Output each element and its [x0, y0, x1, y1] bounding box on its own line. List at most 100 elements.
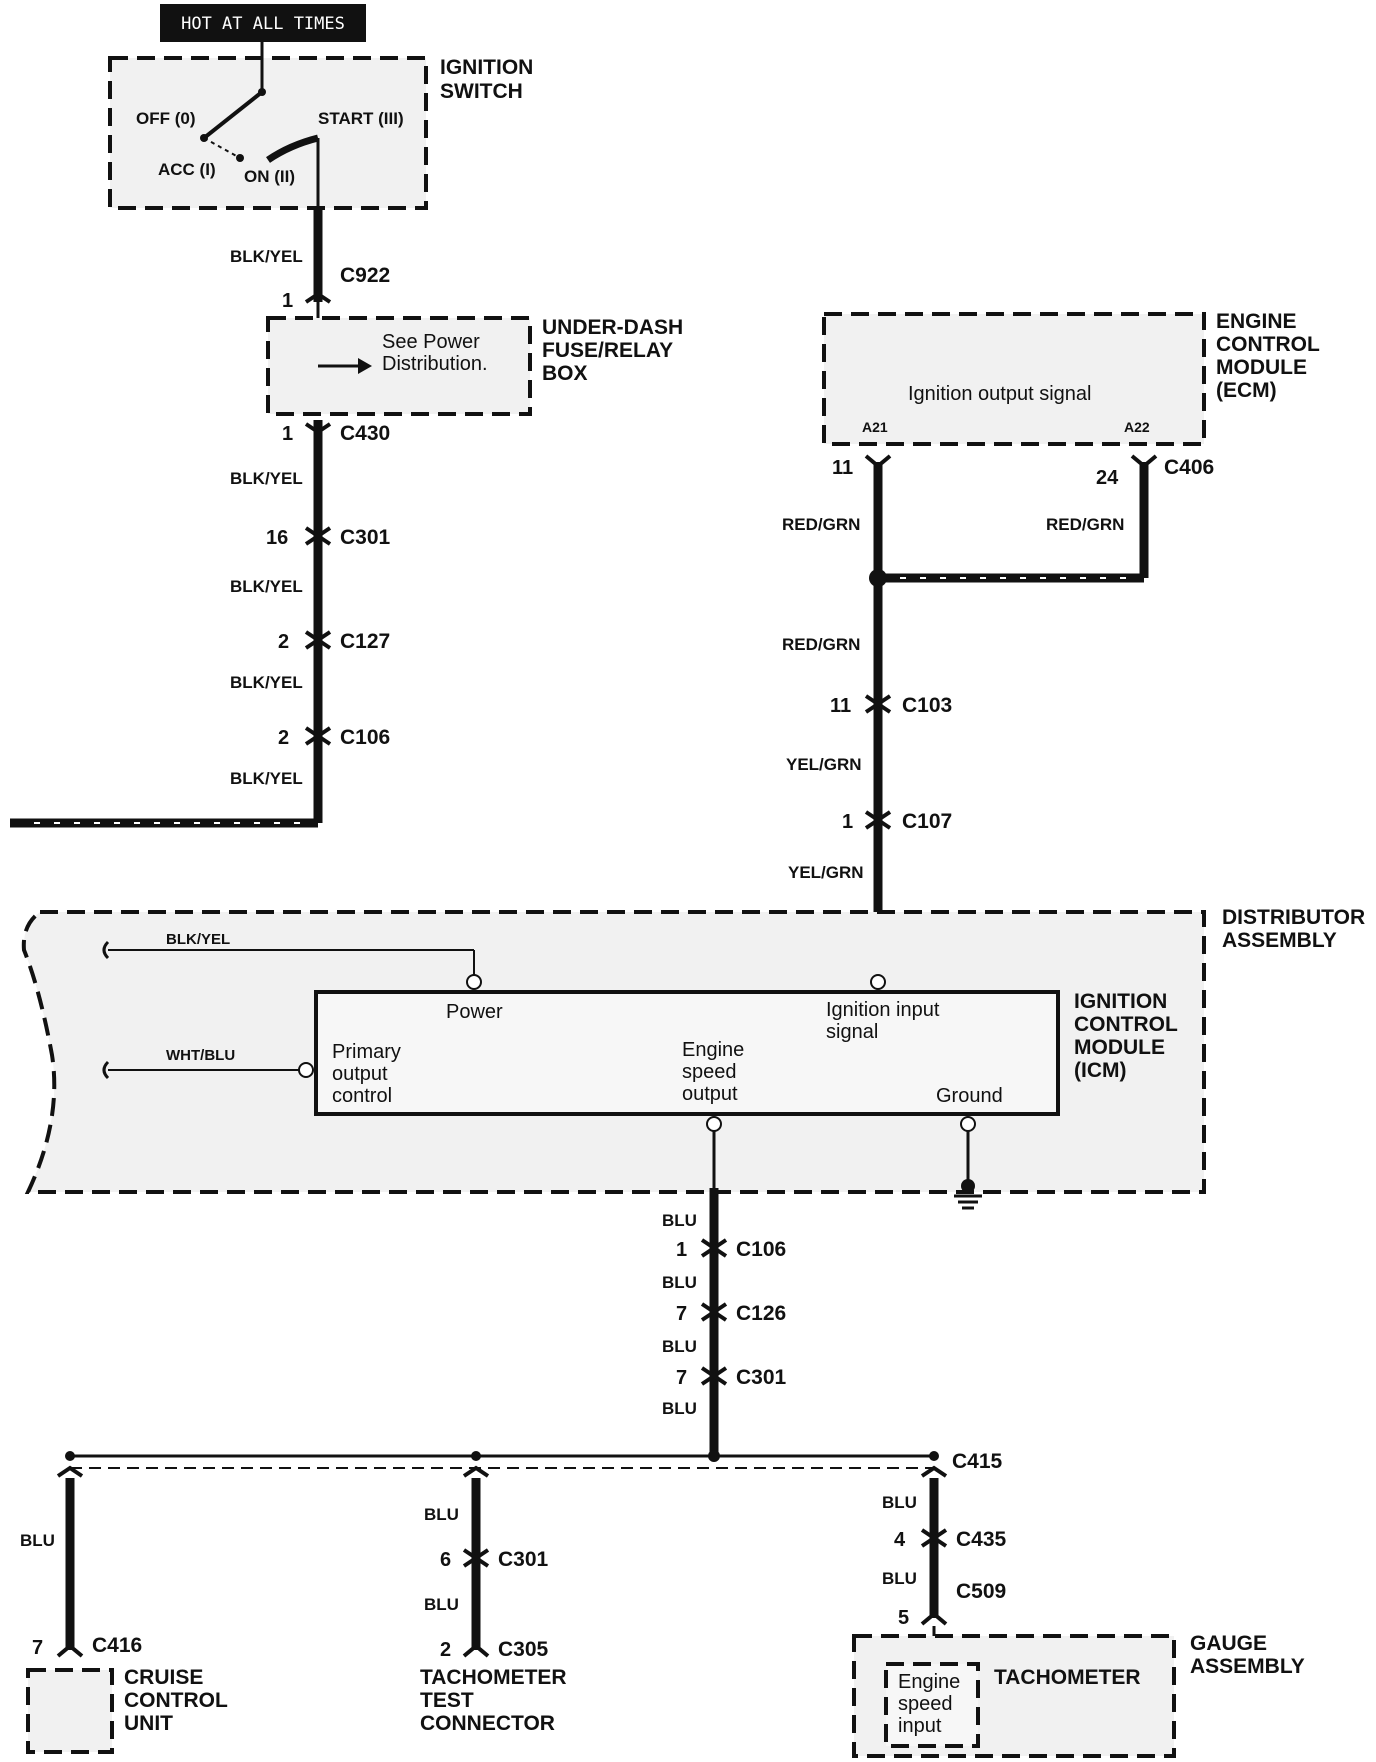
ecm-pin-a22: A22	[1124, 419, 1150, 435]
c301-tach-label: C301	[498, 1548, 549, 1571]
c127-pin: 2	[278, 631, 289, 653]
c430-label: C430	[340, 422, 390, 445]
branch-tach-test: BLU 6 C301 BLU 2 C305 TACHOMETER TEST CO…	[420, 1465, 567, 1735]
c435-pin: 4	[894, 1529, 906, 1551]
banner-text: HOT AT ALL TIMES	[181, 14, 345, 34]
switch-pos-on: ON (II)	[244, 167, 295, 186]
wire-label-blu-tach-2: BLU	[424, 1595, 459, 1614]
ignition-control-module: Power Ignition input signal Primary outp…	[298, 974, 1178, 1132]
c301-left-pin: 16	[266, 527, 288, 549]
connector-c406: 11 24 C406	[832, 454, 1214, 489]
connector-c301-left: 16 C301	[266, 526, 391, 549]
c305-pin: 2	[440, 1639, 451, 1661]
wire-label-blk-yel-dist: BLK/YEL	[166, 931, 230, 948]
wire-label-blu-tach-1: BLU	[424, 1505, 459, 1524]
wire-label-blu-3: BLU	[662, 1337, 697, 1356]
ecm-title-2: CONTROL	[1216, 333, 1320, 356]
switch-pos-start: START (III)	[318, 109, 404, 128]
c301-mid-label: C301	[736, 1366, 787, 1389]
c301-left-label: C301	[340, 526, 391, 549]
wire-label-blk-yel-1: BLK/YEL	[230, 247, 303, 266]
connector-c106-left: 2 C106	[278, 726, 390, 749]
engine-control-module: Ignition output signal A21 A22 ENGINE CO…	[822, 310, 1320, 446]
gauge-input-3: input	[898, 1715, 942, 1737]
blk-yel-main-wire	[10, 208, 323, 828]
icm-primary-output-3: control	[332, 1085, 392, 1107]
wire-label-blu-cruise: BLU	[20, 1531, 55, 1550]
wire-label-red-grn-3: RED/GRN	[782, 635, 860, 654]
ecm-pin-a21: A21	[862, 419, 888, 435]
ignition-switch-title-2: SWITCH	[440, 80, 523, 103]
red-grn-splice	[869, 569, 887, 587]
ignition-switch: OFF (0) ACC (I) ON (II) START (III) IGNI…	[108, 42, 533, 210]
blu-main-wire	[65, 1131, 939, 1469]
ecm-box	[822, 312, 1206, 446]
icm-ignition-input-terminal	[870, 974, 886, 990]
wire-label-wht-blu: WHT/BLU	[166, 1047, 235, 1064]
c922-pin: 1	[282, 290, 293, 312]
wire-label-blu-1: BLU	[662, 1211, 697, 1230]
c406-pin-right: 24	[1096, 467, 1119, 489]
wire-label-blk-yel-3: BLK/YEL	[230, 577, 303, 596]
icm-box	[314, 990, 1060, 1116]
connector-c301-mid: 7 C301	[676, 1366, 787, 1389]
icm-title-1: IGNITION	[1074, 990, 1167, 1013]
connector-c922: 1 C922	[282, 264, 390, 312]
left-wire-labels: BLK/YEL BLK/YEL BLK/YEL BLK/YEL BLK/YEL	[230, 247, 303, 788]
icm-engine-speed-3: output	[682, 1083, 738, 1105]
icm-engine-speed-terminal	[706, 1116, 722, 1132]
switch-pos-acc: ACC (I)	[158, 160, 216, 179]
c301-mid-pin: 7	[676, 1367, 687, 1389]
fuse-box-note-2: Distribution.	[382, 353, 488, 375]
connector-c430: 1 C430	[282, 422, 390, 445]
c416-pin: 7	[32, 1637, 43, 1659]
c509-pin: 5	[898, 1607, 909, 1629]
icm-primary-output-1: Primary	[332, 1041, 401, 1063]
wire-label-blu-2: BLU	[662, 1273, 697, 1292]
ecm-title-4: (ECM)	[1216, 379, 1277, 402]
gauge-input-2: speed	[898, 1693, 953, 1715]
switch-pos-off: OFF (0)	[136, 109, 196, 128]
fuse-box-title-1: UNDER-DASH	[542, 316, 683, 339]
start-contact	[266, 134, 319, 163]
c416-label: C416	[92, 1634, 142, 1657]
icm-ignition-input-1: Ignition input	[826, 999, 940, 1021]
ecm-title-1: ENGINE	[1216, 310, 1297, 333]
c430-pin: 1	[282, 423, 293, 445]
cruise-control-box	[26, 1668, 114, 1754]
wire-label-yel-grn-2: YEL/GRN	[788, 863, 864, 882]
c305-label: C305	[498, 1638, 549, 1661]
ignition-switch-title-1: IGNITION	[440, 56, 533, 79]
under-dash-fuse-relay-box: See Power Distribution. UNDER-DASH FUSE/…	[266, 316, 683, 416]
fuse-box-title-2: FUSE/RELAY	[542, 339, 673, 362]
fuse-box-title-3: BOX	[542, 362, 588, 385]
c415-label: C415	[952, 1450, 1003, 1473]
tach-test-title-2: TEST	[420, 1689, 474, 1712]
c127-label: C127	[340, 630, 390, 653]
c435-label: C435	[956, 1528, 1007, 1551]
gauge-title-2: ASSEMBLY	[1190, 1655, 1305, 1678]
c103-label: C103	[902, 694, 952, 717]
switch-blade	[202, 90, 264, 140]
ecm-title-3: MODULE	[1216, 356, 1307, 379]
c107-pin: 1	[842, 811, 853, 833]
icm-title-4: (ICM)	[1074, 1059, 1126, 1082]
c509-label: C509	[956, 1580, 1006, 1603]
wire-label-blu-gauge-1: BLU	[882, 1493, 917, 1512]
wire-label-blu-gauge-2: BLU	[882, 1569, 917, 1588]
tach-test-title-1: TACHOMETER	[420, 1666, 567, 1689]
connector-c126: 7 C126	[676, 1302, 786, 1325]
connector-c106-mid: 1 C106	[676, 1238, 786, 1261]
icm-title-3: MODULE	[1074, 1036, 1165, 1059]
c406-pin-left: 11	[832, 457, 853, 479]
icm-power-label: Power	[446, 1001, 503, 1023]
c922-label: C922	[340, 264, 390, 287]
gauge-title-1: GAUGE	[1190, 1632, 1267, 1655]
wire-label-red-grn-1: RED/GRN	[782, 515, 860, 534]
icm-ground-terminal	[960, 1116, 976, 1132]
c106-mid-label: C106	[736, 1238, 786, 1261]
branch-gauge-assembly: C415 BLU 4 C435 BLU C509 5 Engine speed …	[852, 1450, 1305, 1758]
c106-mid-pin: 1	[676, 1239, 687, 1261]
wire-label-yel-grn-1: YEL/GRN	[786, 755, 862, 774]
